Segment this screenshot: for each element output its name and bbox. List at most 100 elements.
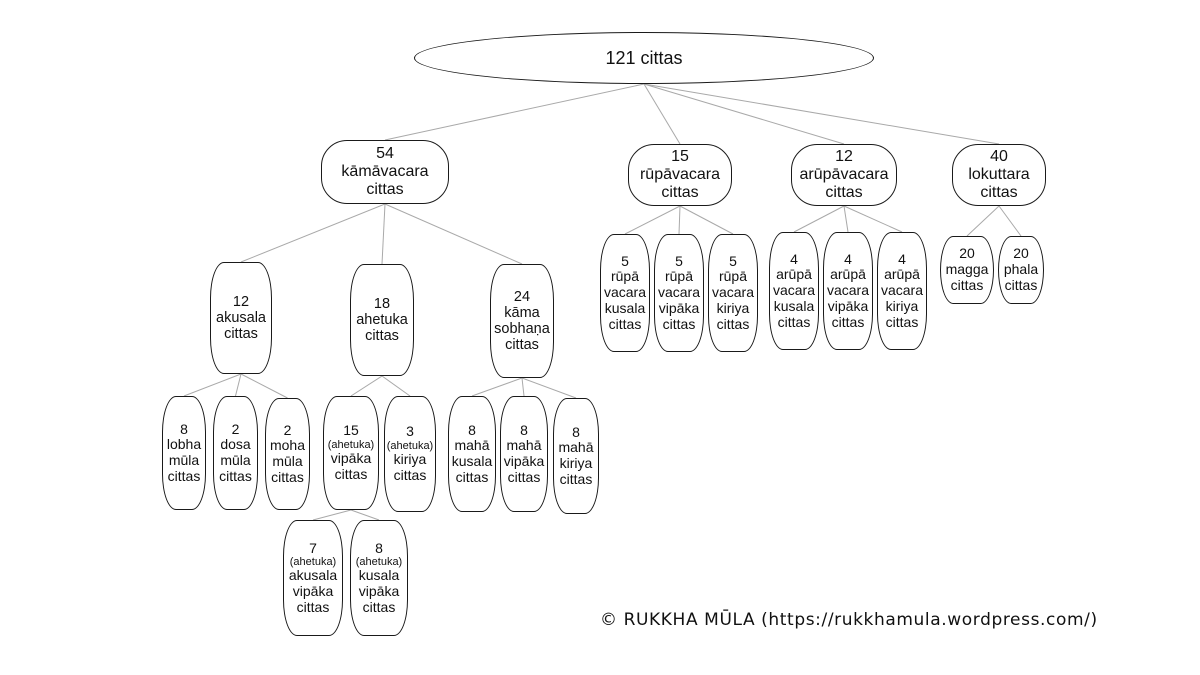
node-text: vacara [772, 282, 816, 299]
node-text: 8 [520, 421, 528, 438]
node-text: kāmāvacara [341, 163, 429, 181]
node-text: arūpāvacara [799, 166, 889, 184]
node-text: vacara [826, 282, 870, 299]
node-text: mahā [454, 437, 490, 454]
node-text: 20 [1013, 245, 1029, 262]
edge-lokuttara-to-magga [966, 205, 1000, 237]
node-text: 15 [671, 148, 689, 166]
node-text: 8 [468, 421, 476, 438]
node-text: cittas [608, 315, 642, 332]
node-text: cittas [167, 467, 201, 484]
node-text: 5 [621, 252, 629, 269]
node-text: (ahetuka) [355, 556, 403, 569]
node-text: mūla [220, 452, 251, 468]
node-text: 3 [406, 423, 414, 440]
node-text: vipāka [330, 450, 372, 467]
node-text: cittas [455, 468, 489, 485]
node-text: cittas [507, 468, 541, 485]
edge-root-to-rupa [643, 83, 681, 145]
node-text: vacara [880, 282, 924, 299]
node-text: kusala [451, 453, 493, 469]
node-text: cittas [777, 313, 811, 330]
edge-root-to-arupa [643, 83, 845, 145]
node-text: kāma [504, 304, 540, 321]
node-text: 8 [572, 423, 580, 440]
edge-lokuttara-to-phala [998, 205, 1022, 237]
node-text: akusala [216, 309, 266, 326]
edge-akusala-to-moha [240, 373, 288, 399]
node-text: 2 [283, 421, 292, 438]
node-text: (ahetuka) [327, 439, 375, 452]
node-text: rūpā [718, 268, 748, 285]
node-text: phala [1003, 261, 1039, 278]
edge-akusala-to-dosa [235, 373, 242, 397]
node-text: kiriya [716, 299, 750, 316]
node-text: lokuttara [968, 166, 1030, 184]
edge-rupa-to-rupa-vipaka [678, 205, 681, 235]
node-text: vacara [657, 284, 701, 301]
node-text: kusala [604, 299, 646, 316]
node-root: 121 cittas [414, 32, 874, 84]
node-text: cittas [505, 337, 539, 354]
node-text: 40 [990, 148, 1008, 166]
node-text: cittas [661, 183, 699, 201]
node-text: kiriya [885, 297, 919, 314]
node-text: cittas [296, 598, 330, 615]
node-text: 8 [180, 420, 188, 437]
edge-kama-to-akusala [240, 203, 386, 263]
node-text: (ahetuka) [289, 556, 337, 569]
node-text: mahā [558, 439, 594, 456]
node-text: 7 [309, 539, 317, 556]
node-text: 8 [375, 539, 383, 556]
node-text: 4 [790, 250, 798, 267]
node-text: dosa [220, 436, 251, 453]
edge-kama-to-ahetuka [381, 203, 386, 265]
node-text: mahā [506, 437, 542, 454]
node-text: cittas [393, 466, 427, 483]
node-text: cittas [219, 467, 252, 484]
node-text: ahetuka [356, 311, 408, 328]
node-text: vacara [711, 284, 755, 301]
edge-arupa-to-arupa-vipaka [843, 205, 849, 233]
node-text: vipāka [292, 583, 334, 600]
node-text: cittas [559, 470, 593, 487]
edge-root-to-lokuttara [643, 83, 1000, 145]
node-text: rūpā [610, 268, 640, 285]
node-text: vipāka [658, 299, 700, 316]
copyright-notice: © RUKKHA MŪLA (https://rukkhamula.wordpr… [600, 610, 1098, 630]
edge-sobhana-to-maha-kiriya [521, 377, 577, 399]
edge-kama-to-sobhana [384, 203, 523, 265]
node-text: cittas [885, 313, 919, 330]
edge-rupa-to-rupa-kusala [624, 205, 681, 235]
node-text: arūpā [776, 266, 812, 283]
node-text: vipāka [358, 583, 400, 600]
edge-ahet-vipaka-to-ahet-akusala-vipaka [312, 509, 352, 521]
edge-sobhana-to-maha-kusala [471, 377, 523, 397]
edge-root-to-kama [384, 83, 645, 141]
node-text: 20 [959, 245, 975, 262]
node-text: cittas [980, 183, 1018, 201]
node-text: 5 [729, 252, 737, 269]
node-text: kiriya [559, 455, 593, 471]
node-text: 2 [231, 420, 240, 437]
node-text: akusala [288, 567, 338, 584]
node-text: cittas [1004, 276, 1038, 293]
